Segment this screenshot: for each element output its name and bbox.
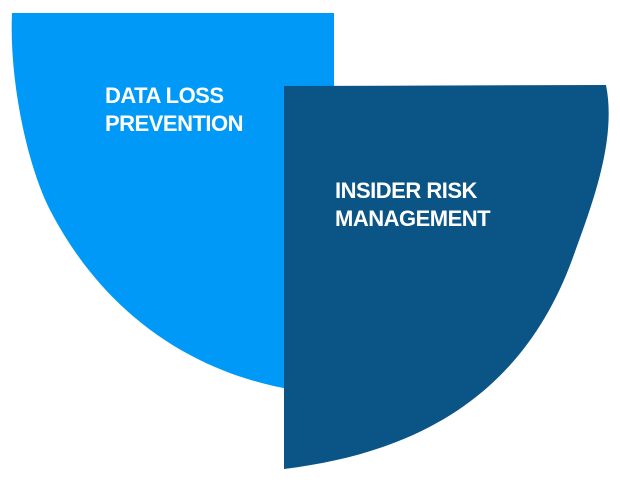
dlp-label: DATA LOSS PREVENTION: [105, 82, 244, 138]
dlp-petal-shape: [11, 13, 334, 394]
irm-label-line1: INSIDER RISK: [335, 178, 477, 203]
dlp-label-line2: PREVENTION: [105, 111, 244, 136]
dlp-label-line1: DATA LOSS: [105, 83, 224, 108]
irm-label: INSIDER RISK MANAGEMENT: [335, 177, 491, 233]
irm-petal-shape: [284, 85, 609, 469]
irm-label-line2: MANAGEMENT: [335, 206, 491, 231]
